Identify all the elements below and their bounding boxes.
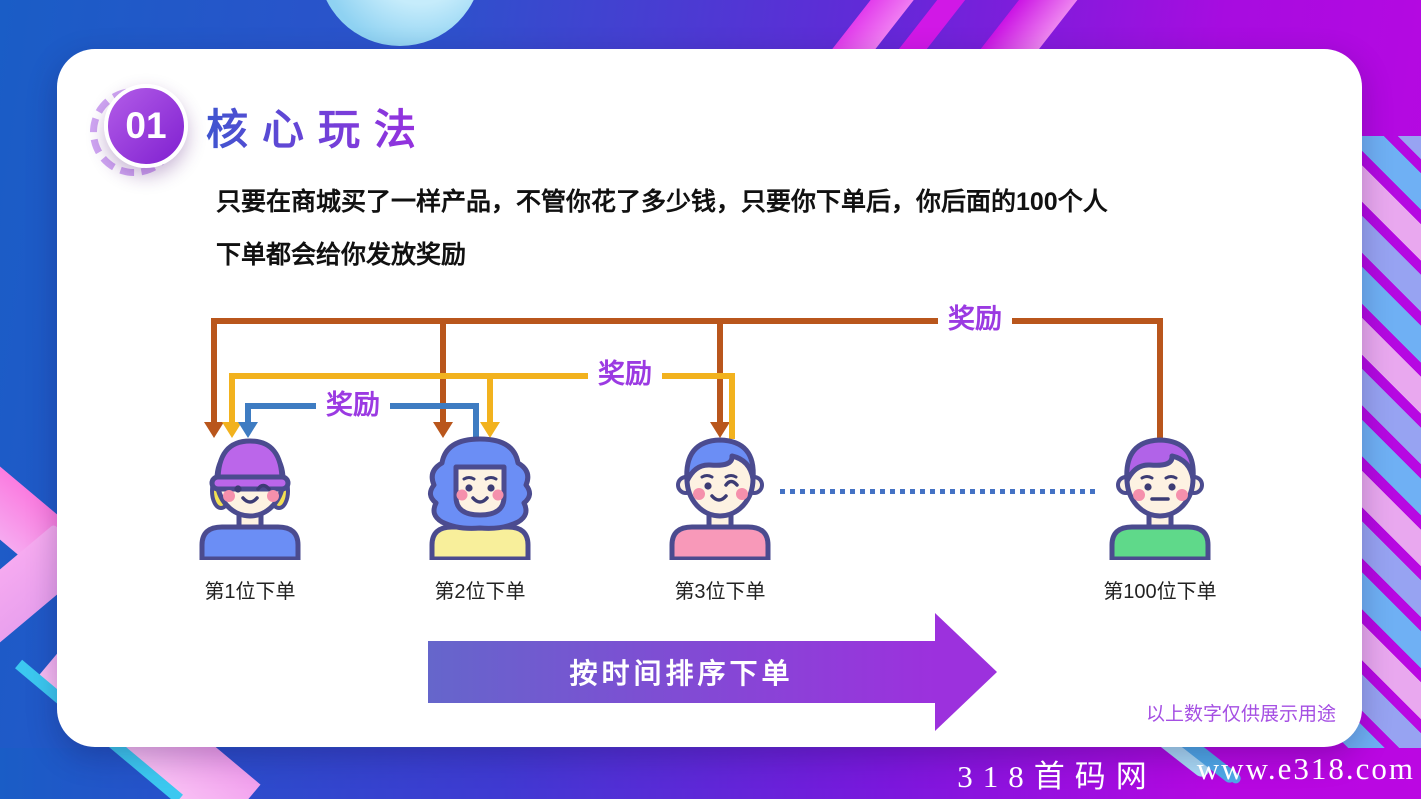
bg-light-blue-circle bbox=[318, 0, 482, 46]
person-2-label: 第2位下单 bbox=[434, 581, 526, 603]
watermark: 318首码网 www.e318.com bbox=[957, 751, 1415, 796]
timeline-arrow: 按时间排序下单 bbox=[428, 641, 935, 703]
orange-reward-line bbox=[1157, 318, 1163, 440]
yellow-reward-line bbox=[487, 373, 493, 424]
reward-label-yellow: 奖励 bbox=[588, 357, 662, 391]
orange-reward-line bbox=[211, 318, 1163, 324]
intro-line-1: 只要在商城买了一样产品，不管你花了多少钱，只要你下单后，你后面的100个人 bbox=[216, 188, 1108, 216]
blue-reward-line bbox=[473, 403, 479, 439]
orange-arrowhead bbox=[710, 422, 730, 438]
orange-reward-line bbox=[717, 318, 723, 424]
intro-paragraph: 只要在商城买了一样产品，不管你花了多少钱，只要你下单后，你后面的100个人 下单… bbox=[216, 176, 1216, 282]
orange-reward-line bbox=[211, 318, 217, 424]
avatar-person-3 bbox=[669, 437, 771, 560]
reward-label-orange: 奖励 bbox=[938, 302, 1012, 336]
yellow-reward-line bbox=[729, 373, 735, 439]
yellow-reward-line bbox=[229, 373, 235, 424]
reward-label-blue: 奖励 bbox=[316, 388, 390, 422]
person-1-label: 第1位下单 bbox=[204, 581, 296, 603]
orange-arrowhead bbox=[204, 422, 224, 438]
avatar-person-100 bbox=[1109, 437, 1211, 560]
yellow-reward-line bbox=[229, 373, 735, 379]
page-title: 核心玩法 bbox=[206, 96, 430, 157]
blue-reward-line bbox=[245, 403, 251, 424]
orange-reward-line bbox=[440, 318, 446, 424]
yellow-arrowhead bbox=[480, 422, 500, 438]
ellipsis-dotted-line bbox=[780, 489, 1095, 494]
yellow-arrowhead bbox=[222, 422, 242, 438]
blue-arrowhead bbox=[238, 422, 258, 438]
timeline-arrow-label: 按时间排序下单 bbox=[569, 658, 794, 689]
section-number-badge: 01 bbox=[104, 84, 188, 168]
disclaimer-note: 以上数字仅供展示用途 bbox=[1146, 704, 1337, 725]
watermark-site: 318首码网 bbox=[957, 759, 1157, 794]
timeline-arrowhead bbox=[935, 613, 997, 731]
intro-line-2: 下单都会给你发放奖励 bbox=[216, 241, 467, 269]
orange-arrowhead bbox=[433, 422, 453, 438]
person-100-label: 第100位下单 bbox=[1103, 581, 1217, 603]
avatar-person-2 bbox=[428, 436, 532, 560]
watermark-url: www.e318.com bbox=[1196, 751, 1415, 786]
content-card bbox=[57, 49, 1362, 747]
avatar-person-1 bbox=[199, 438, 301, 560]
person-3-label: 第3位下单 bbox=[674, 581, 766, 603]
